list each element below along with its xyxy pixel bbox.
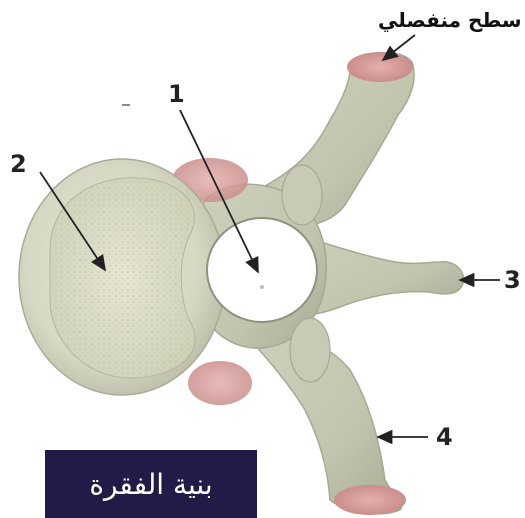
articular-patch-lower-left [188,361,252,405]
upper-pedicle [282,165,322,225]
label-3-spinous-process: 3 [504,268,521,292]
label-2-vertebral-body: 2 [10,152,27,176]
articular-surface-label: سطح منفصلي [378,8,522,32]
label-1-vertebral-canal: 1 [168,82,185,106]
articular-surface-bottom [334,485,406,515]
articular-surface-top [347,52,413,82]
diagram-caption: بنية الفقرة [45,450,257,518]
label-4-transverse-process: 4 [436,425,453,449]
lower-pedicle [290,318,330,382]
vertebral-canal [207,218,317,322]
